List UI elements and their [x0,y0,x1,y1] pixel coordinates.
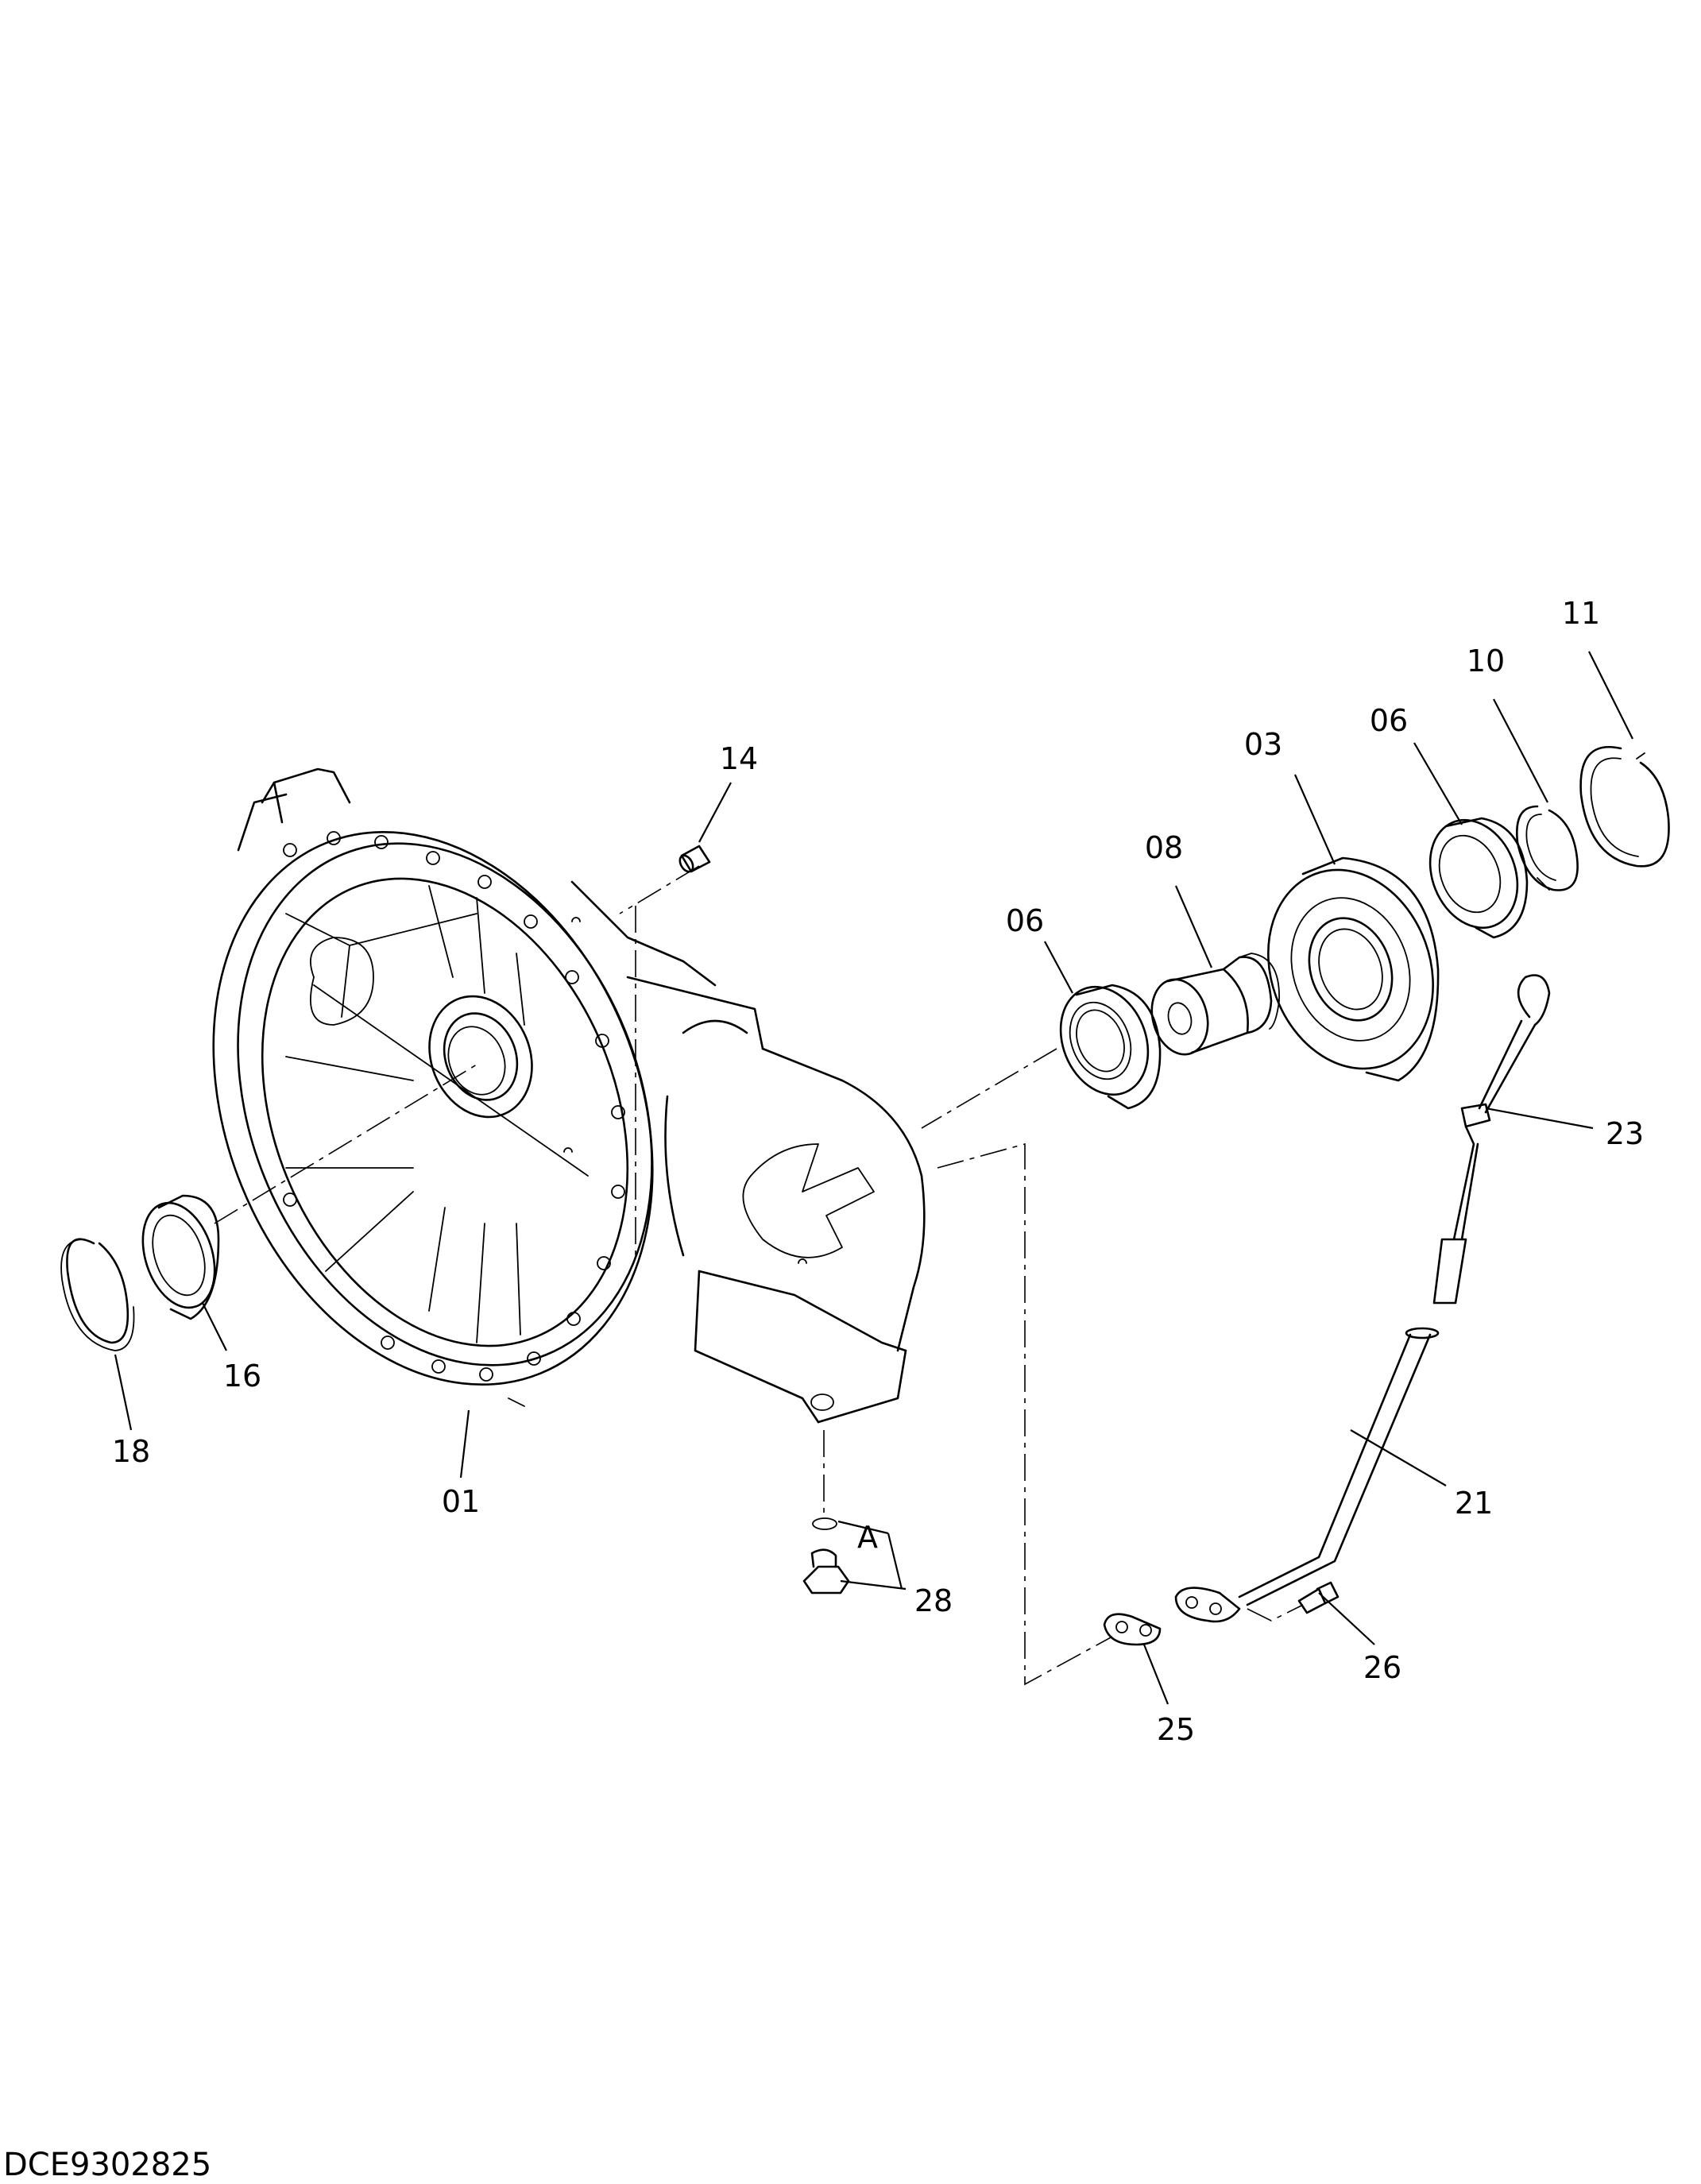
callout-28: 28 [914,1583,953,1618]
callout-16: 16 [223,1359,261,1394]
bolt-part-26 [1297,1581,1340,1614]
callout-18: 18 [112,1434,150,1469]
hub-part-08 [1150,953,1280,1056]
callout-01: 01 [442,1484,480,1519]
callout-14: 14 [720,741,758,776]
gasket-part-25 [1103,1613,1162,1646]
callout-06-left: 06 [1006,903,1044,938]
seal-part-16 [141,1194,220,1320]
bearing-part-06-right [1428,817,1529,939]
callout-08: 08 [1145,830,1183,865]
circlip-part-18 [60,1238,135,1351]
callout-26: 26 [1363,1650,1401,1685]
callout-labels: 01 03 06 06 08 10 11 14 16 18 21 23 25 2… [112,596,1644,1747]
leader-lines [114,651,1633,1705]
tube-part-21 [1174,1327,1440,1623]
document-id: DCE9302825 [3,2147,211,2183]
flange-bolt-holes [283,831,625,1382]
callout-06-right: 06 [1370,703,1408,738]
bearing-part-06-left [1059,984,1162,1110]
callout-21: 21 [1455,1486,1493,1521]
callout-11: 11 [1562,596,1600,631]
assembly-centerlines [214,865,1304,1686]
callout-23: 23 [1606,1116,1644,1151]
callout-03: 03 [1244,727,1282,762]
detail-marker-a: A [857,1520,878,1555]
circlip-part-11 [1579,746,1670,868]
housing-part-01 [212,767,926,1424]
snap-ring-part-10 [1516,805,1579,891]
dipstick-part-23 [1432,974,1551,1305]
drain-plug-part-28 [802,1517,850,1595]
callout-25: 25 [1157,1712,1195,1747]
callout-10: 10 [1467,644,1505,678]
dowel-pin-part-14 [678,845,711,873]
cover-part-03 [1267,856,1440,1082]
